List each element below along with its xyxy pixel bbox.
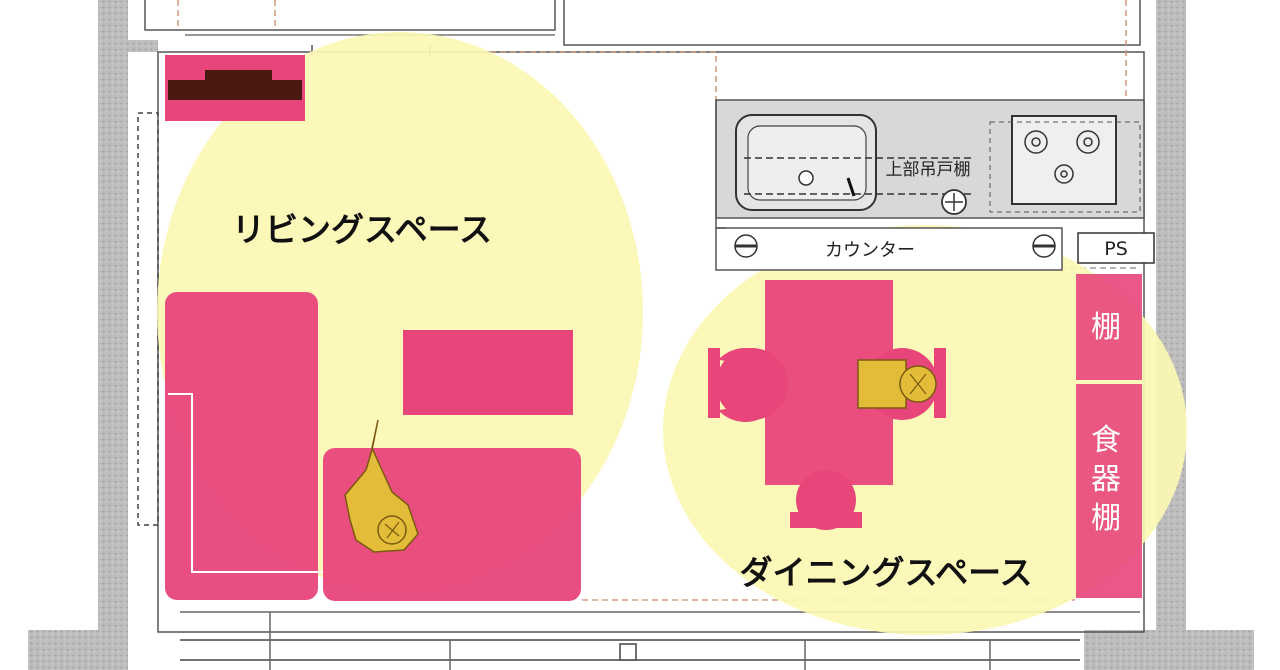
living-space-label: リビングスペース: [232, 210, 492, 249]
ps-label: PS: [1104, 238, 1128, 260]
stove: [1011, 115, 1117, 205]
walls: [28, 0, 1254, 670]
coffee-table: [403, 330, 573, 415]
kitchen: 上部吊戸棚 カウンター PS: [715, 99, 1155, 271]
wall-top-left: [128, 40, 158, 52]
column-bottom-left: [28, 630, 128, 670]
sofa-left: [165, 292, 318, 600]
shelf: [1076, 274, 1142, 380]
cupboard-label-1: 食: [1091, 423, 1121, 458]
column-bottom-right: [1084, 630, 1254, 670]
ps-box: [1077, 232, 1155, 264]
seated-person-icon: [857, 359, 937, 409]
cupboard: [1076, 384, 1142, 598]
window-track-left: [137, 112, 159, 526]
outlet-icon: [734, 234, 1056, 258]
shelf-label: 棚: [1091, 310, 1121, 345]
wall-left: [98, 0, 128, 640]
faucet-icon: [798, 170, 814, 186]
dining-furniture: 棚 食 器 棚: [708, 274, 1142, 598]
person-icon: [344, 419, 419, 553]
counter-label: カウンター: [825, 240, 915, 261]
counter: [715, 227, 1063, 271]
chair-right: [934, 348, 946, 418]
upper-cabinet-label: 上部吊戸棚: [886, 160, 971, 180]
burner-icon: [1024, 130, 1100, 184]
wall-right: [1156, 0, 1186, 640]
cupboard-label-3: 棚: [1091, 501, 1121, 536]
cupboard-label-2: 器: [1091, 462, 1121, 497]
living-furniture: [165, 55, 581, 601]
dining-space-label: ダイニングスペース: [739, 553, 1032, 592]
